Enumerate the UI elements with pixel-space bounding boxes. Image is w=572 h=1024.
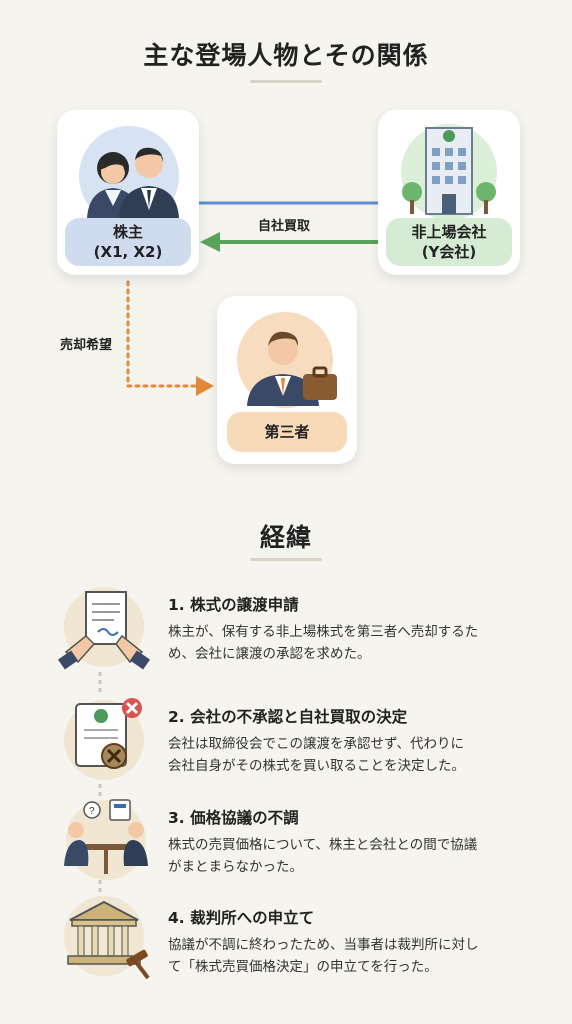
step-1-title: 1. 株式の譲渡申請	[168, 596, 299, 614]
shareholders-card: 株主 (X1, X2)	[57, 110, 199, 275]
company-card: 非上場会社 (Y会社)	[378, 110, 520, 275]
shareholders-sublabel: (X1, X2)	[93, 243, 163, 261]
shareholders-pill: 株主 (X1, X2)	[65, 218, 191, 266]
shareholders-icon	[79, 126, 179, 220]
title-underline	[250, 80, 322, 83]
page-title: 主な登場人物とその関係	[143, 41, 429, 70]
relationship-arrows	[126, 201, 378, 396]
step-3-desc-line1: 株式の売買価格について、株主と会社との間で協議	[168, 837, 478, 853]
step-3-negotiation-icon: ?	[56, 796, 156, 886]
step-3-title: 3. 価格協議の不調	[168, 809, 299, 827]
step-3-desc-line2: がまとまらなかった。	[168, 859, 303, 875]
step-2-title: 2. 会社の不承認と自社買取の決定	[168, 708, 408, 726]
sale-wish-arrow-head	[196, 376, 214, 396]
sale-wish-dotted-line	[126, 280, 200, 388]
step-4-desc-line2: て「株式売買価格決定」の申立てを行った。	[168, 959, 438, 975]
svg-text:?: ?	[89, 806, 95, 817]
buyback-label: 自社買取	[258, 219, 311, 234]
step-4-title: 4. 裁判所への申立て	[168, 909, 315, 927]
history-title: 経緯	[259, 523, 312, 552]
history-underline	[250, 558, 322, 561]
company-label: 非上場会社	[411, 223, 487, 241]
step-1-desc-line2: め、会社に譲渡の承認を求めた。	[168, 646, 371, 662]
step-4-desc-line1: 協議が不調に終わったため、当事者は裁判所に対し	[168, 937, 479, 953]
third-party-icon	[237, 312, 337, 408]
step-4-court-icon	[56, 892, 156, 982]
sale-wish-label: 売却希望	[60, 338, 113, 353]
buyback-arrow-head	[200, 232, 220, 252]
company-sublabel: (Y会社)	[421, 243, 477, 261]
company-pill: 非上場会社 (Y会社)	[386, 218, 512, 266]
step-1-document-icon	[56, 582, 156, 672]
step-2-desc-line2: 会社自身がその株式を買い取ることを決定した。	[168, 758, 465, 774]
third-party-label: 第三者	[264, 423, 310, 441]
third-party-pill: 第三者	[227, 412, 347, 452]
step-2-rejection-icon	[56, 694, 156, 784]
shareholders-label: 株主	[112, 223, 143, 241]
step-2-desc-line1: 会社は取締役会でこの譲渡を承認せず、代わりに	[168, 736, 465, 752]
third-party-card: 第三者	[217, 296, 357, 464]
step-1-desc-line1: 株主が、保有する非上場株式を第三者へ売却するた	[168, 624, 479, 640]
company-building-icon	[401, 124, 497, 220]
